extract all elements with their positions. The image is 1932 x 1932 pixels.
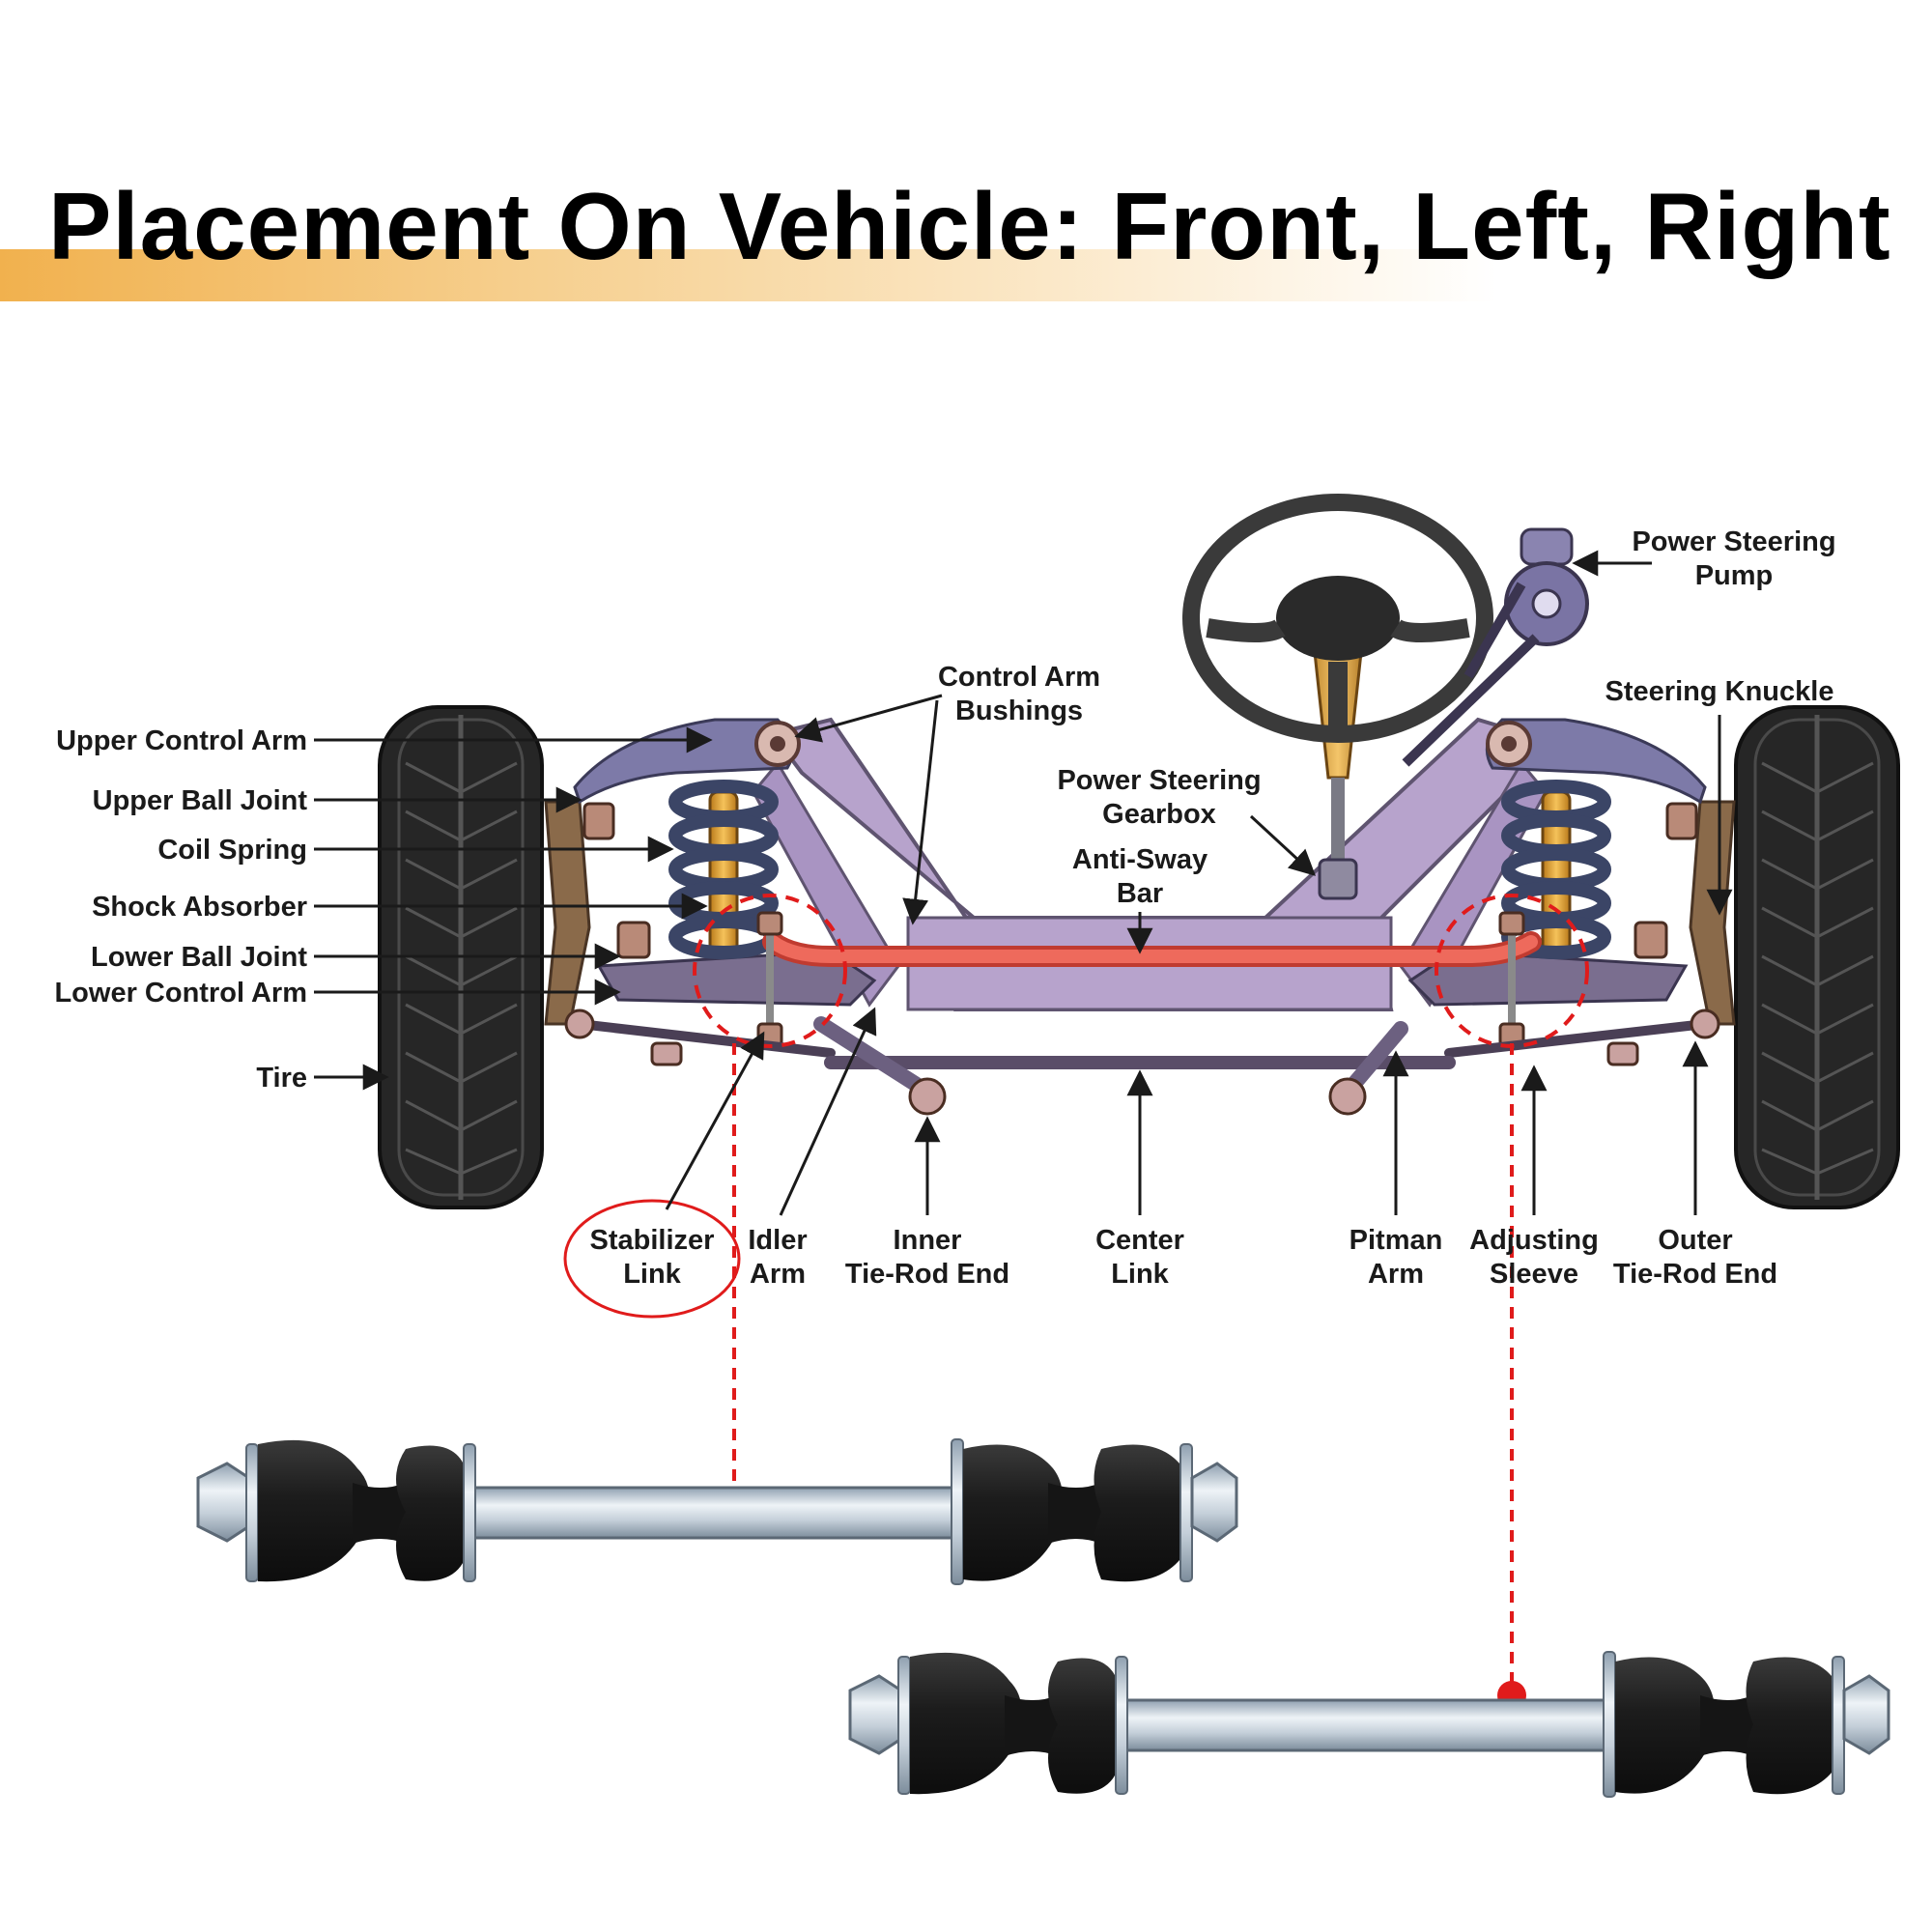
- label-upper-ball-joint: Upper Ball Joint: [93, 785, 308, 816]
- label-shock-absorber: Shock Absorber: [92, 892, 307, 923]
- right-tire: [1734, 705, 1900, 1209]
- label-upper-control-arm: Upper Control Arm: [56, 725, 307, 756]
- label-center-link-2: Link: [1111, 1259, 1169, 1290]
- label-idler-arm-2: Arm: [750, 1259, 806, 1290]
- top-labels: Control Arm Bushings Power Steering Gear…: [794, 526, 1836, 954]
- right-upper-ball-joint: [1665, 802, 1698, 840]
- label-pitman-arm-1: Pitman: [1350, 1225, 1443, 1256]
- label-inner-tie-rod-end-2: Tie-Rod End: [845, 1259, 1009, 1290]
- label-idler-arm-1: Idler: [748, 1225, 807, 1256]
- label-center-link-1: Center: [1095, 1225, 1184, 1256]
- right-lower-ball-joint: [1634, 921, 1668, 959]
- label-tire: Tire: [256, 1063, 307, 1094]
- idler-arm: [813, 1016, 935, 1099]
- label-inner-tie-rod-end-1: Inner: [894, 1225, 962, 1256]
- right-stabilizer-link-installed: [1498, 911, 1525, 1047]
- left-lower-ball-joint: [616, 921, 651, 959]
- power-steering-pump: [1402, 527, 1589, 767]
- left-adjusting-sleeve: [650, 1041, 683, 1066]
- page-title: Placement On Vehicle: Front, Left, Right: [48, 173, 1891, 279]
- bottom-labels: Stabilizer Link Idler Arm Inner Tie-Rod …: [590, 1007, 1777, 1290]
- left-coil-spring: [668, 780, 779, 959]
- label-anti-sway-bar-1: Anti-Sway: [1072, 844, 1208, 875]
- label-stabilizer-link-2: Link: [623, 1259, 681, 1290]
- label-power-steering-pump-1: Power Steering: [1632, 526, 1835, 557]
- left-upper-ball-joint: [582, 802, 615, 840]
- label-adjusting-sleeve-2: Sleeve: [1490, 1259, 1578, 1290]
- label-lower-control-arm: Lower Control Arm: [54, 978, 307, 1009]
- label-adjusting-sleeve-1: Adjusting: [1469, 1225, 1599, 1256]
- power-steering-gearbox: [1318, 858, 1358, 900]
- label-stabilizer-link-1: Stabilizer: [590, 1225, 715, 1256]
- label-power-steering-gearbox-2: Gearbox: [1102, 799, 1216, 830]
- label-lower-ball-joint: Lower Ball Joint: [91, 942, 307, 973]
- header-accent-band: [0, 249, 1497, 301]
- label-power-steering-gearbox-1: Power Steering: [1057, 765, 1261, 796]
- label-power-steering-pump-2: Pump: [1695, 560, 1774, 591]
- label-steering-knuckle: Steering Knuckle: [1605, 676, 1834, 707]
- label-outer-tie-rod-end-2: Tie-Rod End: [1613, 1259, 1777, 1290]
- label-control-arm-bushings-1: Control Arm: [938, 662, 1100, 693]
- outer-tie-rod-end: [1690, 1009, 1720, 1039]
- right-coil-spring: [1501, 780, 1611, 959]
- label-anti-sway-bar-2: Bar: [1117, 878, 1163, 909]
- right-adjusting-sleeve: [1606, 1041, 1639, 1066]
- stabilizer-link-product-1: [196, 1438, 1238, 1585]
- steering-wheel: [1182, 494, 1493, 743]
- label-coil-spring: Coil Spring: [157, 835, 307, 866]
- inner-tie-rod-end: [908, 1077, 947, 1116]
- highlight-stabilizer-label: [563, 1199, 741, 1319]
- left-labels: Upper Control Arm Upper Ball Joint Coil …: [54, 725, 713, 1094]
- tie-rods: [575, 1019, 1710, 1058]
- label-pitman-arm-2: Arm: [1368, 1259, 1424, 1290]
- stabilizer-link-product-2: [848, 1651, 1890, 1798]
- label-control-arm-bushings-2: Bushings: [955, 696, 1083, 726]
- label-outer-tie-rod-end-1: Outer: [1658, 1225, 1732, 1256]
- highlight-left-stabilizer: [693, 894, 847, 1048]
